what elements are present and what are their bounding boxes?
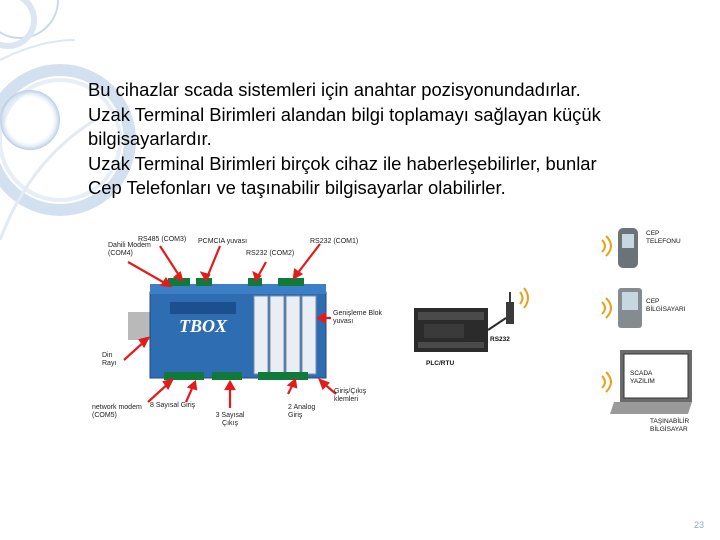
text-line: Bu cihazlar scada sistemleri için anahta… bbox=[88, 79, 581, 100]
label-internal-modem: Dahili Modem (COM4) bbox=[108, 242, 151, 257]
rtu-network-diagram: PLC/RTU RS232 CEP TELEFONU CEP BİLGİSAYA… bbox=[392, 222, 692, 440]
label-analog-inputs: 2 Analog Giriş bbox=[288, 404, 316, 419]
deco-ring-inner bbox=[0, 78, 122, 202]
label-pcmcia: PCMCIA yuvası bbox=[198, 238, 248, 245]
label-expansion-slot: Genişleme Blok yuvası bbox=[333, 310, 383, 325]
mobile-phone-icon bbox=[601, 228, 638, 268]
label-rs232-com1: RS232 (COM1) bbox=[310, 238, 359, 245]
tbox-logo: TBOX bbox=[179, 316, 228, 336]
text-line: Cep Telefonları ve taşınabilir bilgisaya… bbox=[88, 177, 506, 198]
top-connectors bbox=[168, 278, 304, 286]
plc-rtu-icon bbox=[414, 308, 488, 352]
label-rs232-com2: RS232 (COM2) bbox=[246, 250, 295, 257]
serial-cable bbox=[487, 317, 507, 331]
deco-ring-top bbox=[0, 0, 59, 39]
text-line: Uzak Terminal Birimleri birçok cihaz ile… bbox=[88, 152, 597, 174]
phone-label: CEP TELEFONU bbox=[646, 230, 681, 245]
bottom-terminals bbox=[164, 372, 308, 380]
text-line: Uzak Terminal Birimleri alandan bilgi to… bbox=[88, 103, 601, 125]
label-digital-outputs: 3 Sayısal Çıkış bbox=[215, 412, 245, 427]
label-io-terminals: Giriş/Çıkış klemleri bbox=[334, 388, 367, 403]
tbox-top bbox=[150, 284, 326, 294]
deco-arc bbox=[0, 118, 96, 241]
deco-ring-small bbox=[0, 0, 37, 49]
laptop-screen-text: SCADA YAZILIM bbox=[630, 370, 655, 385]
label-arrows bbox=[123, 243, 337, 408]
plc-antenna-icon bbox=[506, 287, 529, 324]
deco-arc-top bbox=[0, 39, 76, 61]
laptop-label: TAŞINABİLİR BİLGİSAYAR bbox=[650, 418, 690, 433]
rtu-illustration: TBOX bbox=[123, 243, 337, 408]
label-rs485: RS485 (COM3) bbox=[138, 236, 187, 243]
text-line: bilgisayarlardır. bbox=[88, 128, 212, 149]
pda-label: CEP BİLGİSAYARI bbox=[646, 298, 686, 313]
expansion-modules bbox=[253, 295, 317, 375]
label-network-modem: network modem (COM5) bbox=[92, 404, 142, 419]
rtu-device-diagram: TBOX Dahili Modem bbox=[88, 222, 388, 440]
laptop-icon bbox=[601, 350, 692, 414]
pda-icon bbox=[601, 288, 642, 328]
tbox-panel bbox=[170, 302, 236, 314]
network-illustration bbox=[414, 228, 692, 414]
label-din-rail: Din Rayı bbox=[102, 352, 117, 367]
page-number: 23 bbox=[693, 520, 704, 530]
deco-disc bbox=[0, 90, 60, 150]
rs232-label: RS232 bbox=[490, 336, 510, 343]
label-digital-inputs: 8 Sayısal Giriş bbox=[150, 402, 196, 409]
slide-body-text: Bu cihazlar scada sistemleri için anahta… bbox=[88, 78, 713, 201]
deco-ring-large bbox=[0, 64, 136, 216]
plc-label: PLC/RTU bbox=[426, 360, 455, 367]
